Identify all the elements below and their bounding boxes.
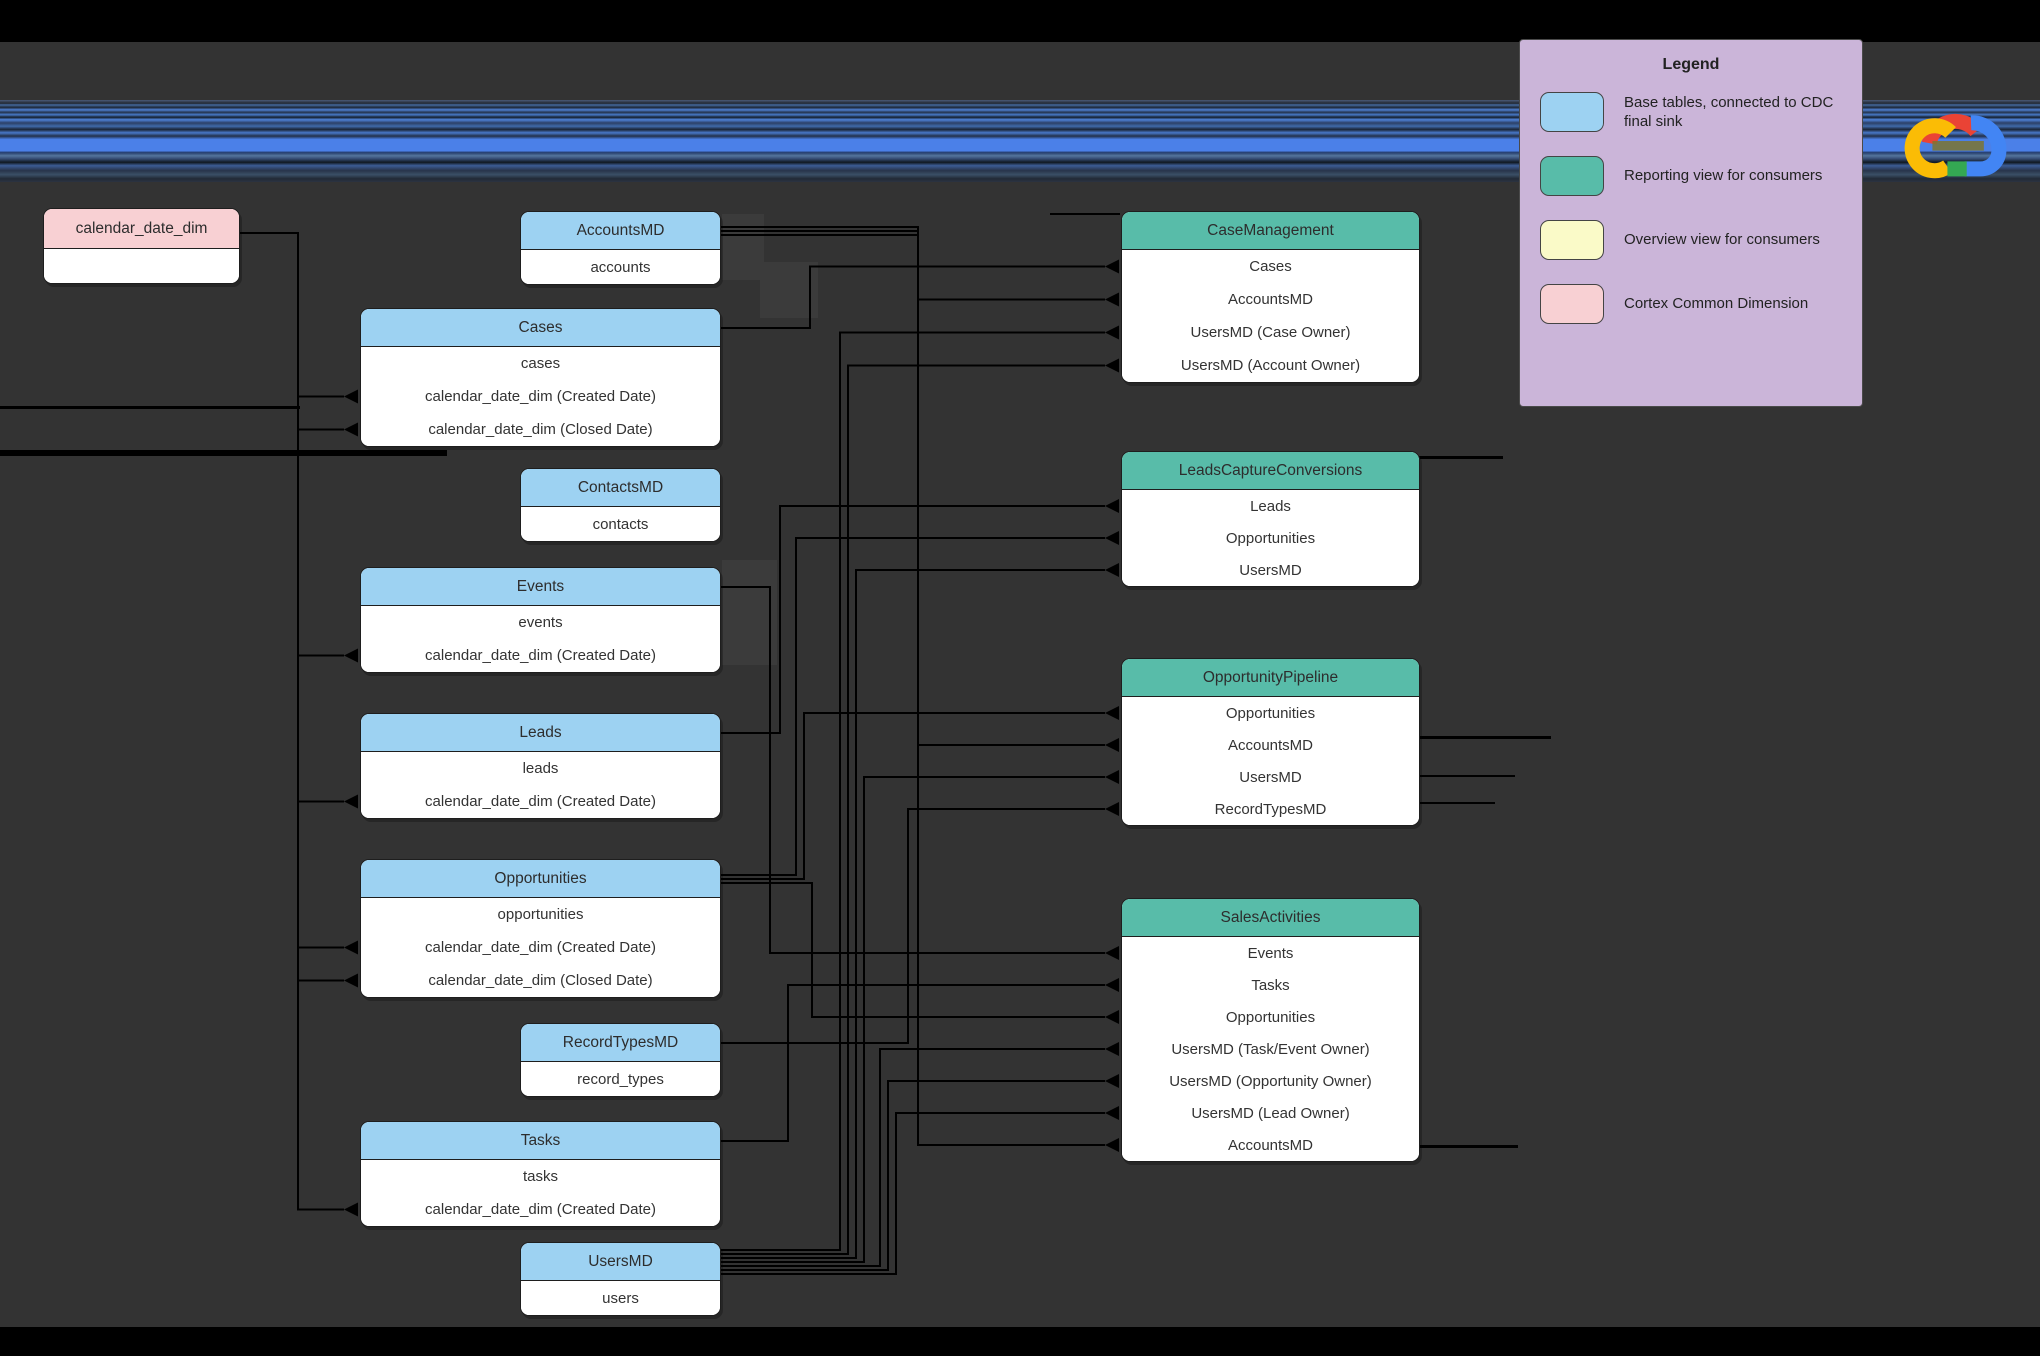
table-row: calendar_date_dim (Created Date) [425,388,656,405]
table-row: UsersMD (Account Owner) [1180,357,1361,374]
glitch-streak [0,450,447,456]
table-leads: Leads leads calendar_date_dim (Created D… [360,713,721,819]
legend-title: Legend [1662,56,1720,73]
legend-item: Cortex Common Dimension [1540,284,1842,324]
table-record-types-md: RecordTypesMD record_types [520,1023,721,1097]
table-row: calendar_date_dim (Created Date) [425,939,656,956]
glitch-streak [1418,1145,1518,1148]
legend-label: Overview view for consumers [1624,231,1820,249]
table-row: Opportunities [1225,704,1316,722]
legend-swatch-reporting-view [1540,156,1604,196]
table-title: SalesActivities [1122,899,1419,937]
legend-label: Reporting view for consumers [1624,167,1823,185]
table-row: contacts [592,515,649,533]
view-opportunity-pipeline: OpportunityPipeline Opportunities Accoun… [1121,658,1420,826]
table-title: calendar_date_dim [44,209,239,249]
glitch-streak [1050,213,1120,215]
table-row: tasks [522,1168,558,1185]
view-leads-capture-conversions: LeadsCaptureConversions Leads Opportunit… [1121,451,1420,587]
legend-panel: Legend Base tables, connected to CDC fin… [1519,39,1863,407]
table-row: AccountsMD [1227,291,1314,308]
legend-item: Reporting view for consumers [1540,156,1842,196]
glitch-streak [1418,736,1551,739]
table-row: record_types [577,1070,664,1088]
table-title: Tasks [361,1122,720,1160]
table-title: AccountsMD [521,212,720,250]
table-row: RecordTypesMD [1214,800,1327,818]
glitch-streak [1420,775,1515,777]
legend-label: Cortex Common Dimension [1624,295,1809,313]
glitch-streak [1420,802,1495,804]
table-row: calendar_date_dim (Created Date) [425,1201,656,1218]
table-row: calendar_date_dim (Created Date) [425,793,656,810]
table-title: Cases [361,309,720,347]
table-row: Opportunities [1225,1008,1316,1026]
table-cases: Cases cases calendar_date_dim (Created D… [360,308,721,447]
table-row: calendar_date_dim (Closed Date) [428,421,653,438]
glitch-streak [1418,456,1503,459]
table-row: UsersMD (Opportunity Owner) [1169,1072,1372,1090]
table-title: ContactsMD [521,469,720,507]
view-sales-activities: SalesActivities Events Tasks Opportuniti… [1121,898,1420,1162]
table-row: Opportunities [1225,529,1316,547]
table-row: UsersMD [1239,561,1302,579]
legend-swatch-base-table [1540,92,1604,132]
legend-swatch-common-dimension [1540,284,1604,324]
table-tasks: Tasks tasks calendar_date_dim (Created D… [360,1121,721,1227]
table-accounts-md: AccountsMD accounts [520,211,721,285]
glitch-ghost [760,262,818,318]
table-row: Tasks [1251,976,1290,994]
table-row: AccountsMD [1227,1136,1314,1154]
legend-swatch-overview-view [1540,220,1604,260]
table-row: UsersMD (Task/Event Owner) [1171,1040,1370,1058]
table-row: UsersMD (Lead Owner) [1191,1104,1350,1122]
legend-item: Base tables, connected to CDC final sink [1540,92,1842,132]
logo-glitch-streak [1932,141,1984,151]
table-title: LeadsCaptureConversions [1122,452,1419,490]
table-row: Events [1247,944,1294,962]
table-row: UsersMD [1239,768,1302,786]
table-row: AccountsMD [1227,736,1314,754]
table-contacts-md: ContactsMD contacts [520,468,721,542]
table-row: calendar_date_dim (Created Date) [425,647,656,664]
glitch-ghost [722,214,764,280]
view-case-management: CaseManagement Cases AccountsMD UsersMD … [1121,211,1420,383]
table-row: accounts [590,258,651,276]
table-row: opportunities [497,906,584,923]
glitch-streak [0,406,300,409]
table-row: events [518,614,563,631]
table-row: users [602,1289,639,1307]
table-row: leads [522,760,559,777]
bottom-black-bar [0,1327,2040,1356]
top-black-bar [0,0,2040,42]
table-row: Leads [1250,497,1291,515]
table-title: Leads [361,714,720,752]
table-title: CaseManagement [1122,212,1419,250]
table-body-empty [44,249,239,283]
table-row: cases [520,355,561,372]
table-events: Events events calendar_date_dim (Created… [360,567,721,673]
table-opportunities: Opportunities opportunities calendar_dat… [360,859,721,998]
table-title: UsersMD [521,1243,720,1281]
glitch-ghost [722,560,777,665]
table-row: calendar_date_dim (Closed Date) [428,972,653,989]
table-users-md: UsersMD users [520,1242,721,1316]
table-title: Events [361,568,720,606]
table-row: UsersMD (Case Owner) [1190,324,1351,341]
table-title: RecordTypesMD [521,1024,720,1062]
google-cloud-logo [1904,113,2007,179]
table-title: Opportunities [361,860,720,898]
table-calendar-date-dim: calendar_date_dim [43,208,240,284]
legend-label: Base tables, connected to CDC final sink [1624,93,1834,130]
table-title: OpportunityPipeline [1122,659,1419,697]
legend-item: Overview view for consumers [1540,220,1842,260]
table-row: Cases [1249,258,1292,275]
